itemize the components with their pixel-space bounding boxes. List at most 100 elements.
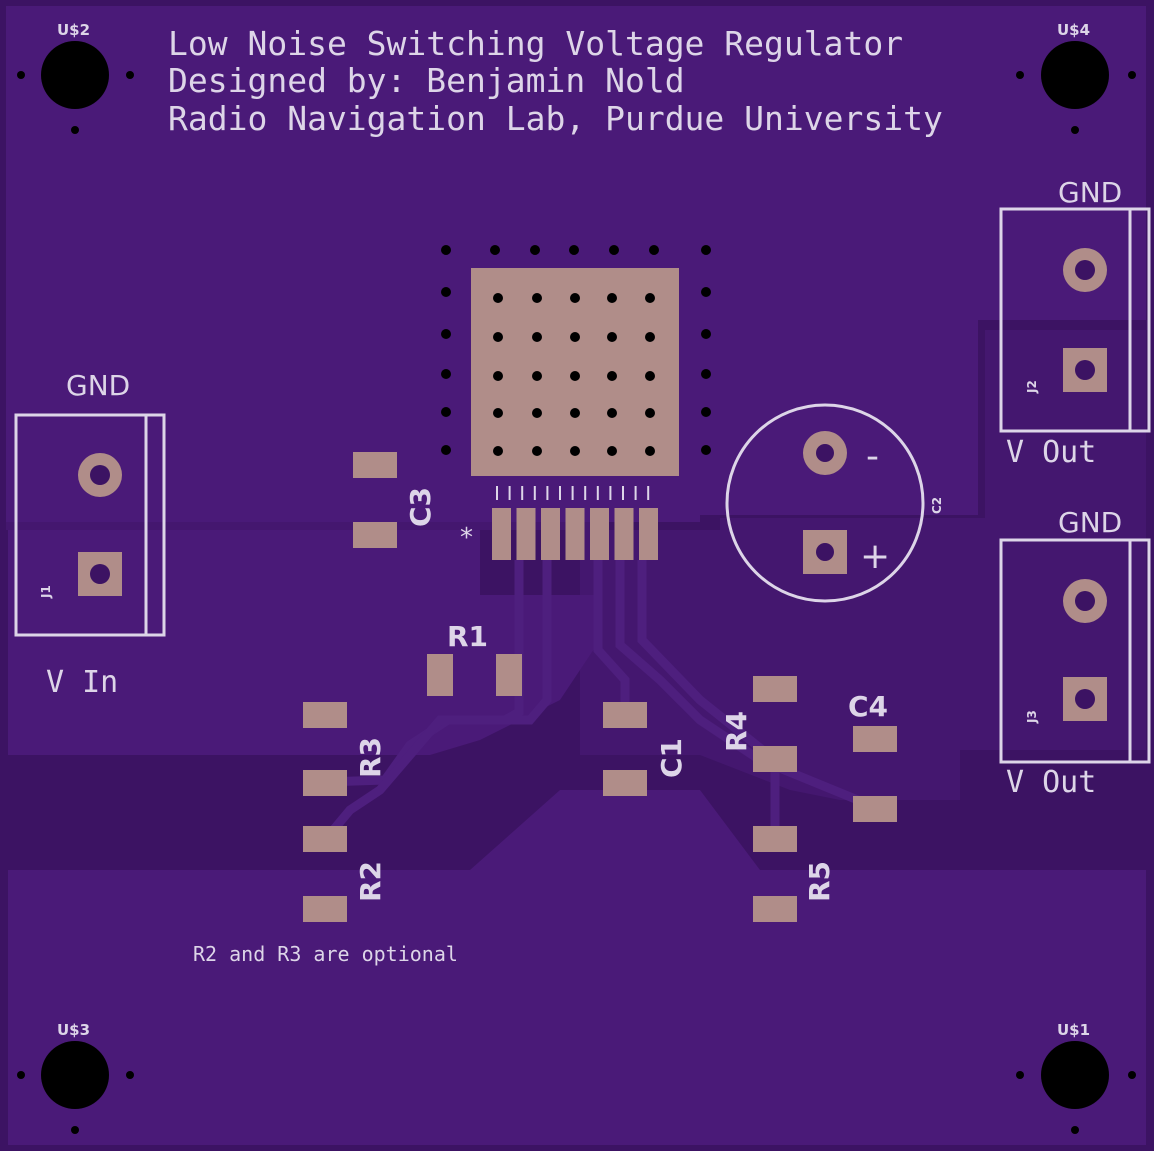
connector-top-label: GND <box>1058 176 1122 209</box>
smd-pads <box>303 452 897 922</box>
thermal-via <box>570 408 580 418</box>
mounting-hole-u3: U$3 <box>17 1021 134 1134</box>
thermal-via <box>607 408 617 418</box>
r3-pad-2 <box>303 770 347 796</box>
thermal-via <box>570 446 580 456</box>
drill <box>90 564 110 584</box>
c1-pad-2 <box>603 770 647 796</box>
thermal-via <box>570 293 580 303</box>
ic-pin-tick <box>496 486 498 500</box>
hole <box>1041 1041 1109 1109</box>
stitch-via <box>441 245 451 255</box>
thermal-via <box>493 293 503 303</box>
connector-ref: J3 <box>1025 710 1039 724</box>
label-r4: R4 <box>720 711 753 752</box>
via-grid <box>441 245 711 455</box>
hole <box>1041 41 1109 109</box>
drill <box>90 465 110 485</box>
thermal-via <box>493 371 503 381</box>
title-line-2: Designed by: Benjamin Nold <box>168 61 685 100</box>
ic-pin-tick <box>521 486 524 500</box>
drill <box>1075 591 1095 611</box>
ic-pin-tick <box>508 486 511 500</box>
thermal-via <box>607 332 617 342</box>
trace-c1 <box>593 560 630 712</box>
thermal-via <box>607 371 617 381</box>
connector-top-label: GND <box>66 369 130 402</box>
stitch-via <box>701 287 711 297</box>
ic-pin-tick <box>584 486 587 500</box>
title-line-3: Radio Navigation Lab, Purdue University <box>168 99 943 138</box>
mounting-hole-u4: U$4 <box>1016 21 1136 134</box>
connector-ref: J2 <box>1025 380 1039 394</box>
polarity-plus: + <box>860 536 890 577</box>
connector-bottom-label: V Out <box>1006 435 1096 470</box>
ic-pin <box>541 508 560 560</box>
thermal-via <box>570 371 580 381</box>
r3-pad-1 <box>303 702 347 728</box>
ic-pins <box>492 486 658 560</box>
thermal-via <box>645 371 655 381</box>
stitch-via <box>701 407 711 417</box>
thermal-via <box>607 293 617 303</box>
mounting-hole-u2: U$2 <box>17 21 134 134</box>
ic-pin-tick <box>533 486 536 500</box>
drill <box>816 543 834 561</box>
r4-pad-1 <box>753 676 797 702</box>
stitch-via <box>701 245 711 255</box>
r5-pad-2 <box>753 896 797 922</box>
connector-top-label: GND <box>1058 506 1122 539</box>
component-labels: C3 R1 R3 R2 C1 R4 C4 R5 <box>354 487 888 902</box>
stitch-via <box>530 245 540 255</box>
label-r5: R5 <box>803 861 836 902</box>
r4-pad-2 <box>753 746 797 772</box>
c3-pad-1 <box>353 452 397 478</box>
ic-pin-tick <box>622 486 624 500</box>
r2-pad-2 <box>303 896 347 922</box>
input-pour <box>8 530 600 755</box>
ic-pin-tick <box>634 486 637 500</box>
hole <box>41 41 109 109</box>
stitch-via <box>701 445 711 455</box>
ic-pin-tick <box>571 486 574 500</box>
ic-pin <box>614 508 634 560</box>
mounting-hole-u1: U$1 <box>1016 1021 1136 1134</box>
thermal-via <box>645 293 655 303</box>
connector-bottom-label: V Out <box>1006 765 1096 800</box>
connector-ref: J1 <box>39 585 53 599</box>
top-ground-pour <box>6 6 1146 522</box>
r1-pad-2 <box>496 654 522 696</box>
ic-pin-tick <box>546 486 549 500</box>
stitch-via <box>609 245 619 255</box>
stitch-via <box>701 369 711 379</box>
drill <box>1075 260 1095 280</box>
hole-label: U$3 <box>57 1021 90 1039</box>
hole-label: U$2 <box>57 21 90 39</box>
copper-pours <box>6 6 1146 1145</box>
thermal-via <box>493 408 503 418</box>
stitch-via <box>569 245 579 255</box>
optional-note: R2 and R3 are optional <box>193 942 458 966</box>
ic-pin <box>516 508 536 560</box>
stitch-via <box>701 329 711 339</box>
title-block: Low Noise Switching Voltage Regulator De… <box>168 24 943 138</box>
ic-pin-tick <box>559 486 561 500</box>
hole <box>41 1041 109 1109</box>
thermal-via <box>532 446 542 456</box>
thermal-via <box>645 446 655 456</box>
thermal-via <box>532 371 542 381</box>
traces <box>321 560 872 843</box>
stitch-via <box>490 245 500 255</box>
stitch-via <box>649 245 659 255</box>
stitch-via <box>441 369 451 379</box>
trace-r4 <box>637 560 778 764</box>
r5-pad-1 <box>753 826 797 852</box>
thermal-via <box>532 293 542 303</box>
r2-pad-1 <box>303 826 347 852</box>
thermal-via <box>607 446 617 456</box>
connector-bottom-label: V In <box>46 665 118 700</box>
thermal-via <box>493 446 503 456</box>
capacitor-c2: - + C2 <box>725 403 944 603</box>
connector-j2: GND V Out J2 <box>999 176 1151 470</box>
